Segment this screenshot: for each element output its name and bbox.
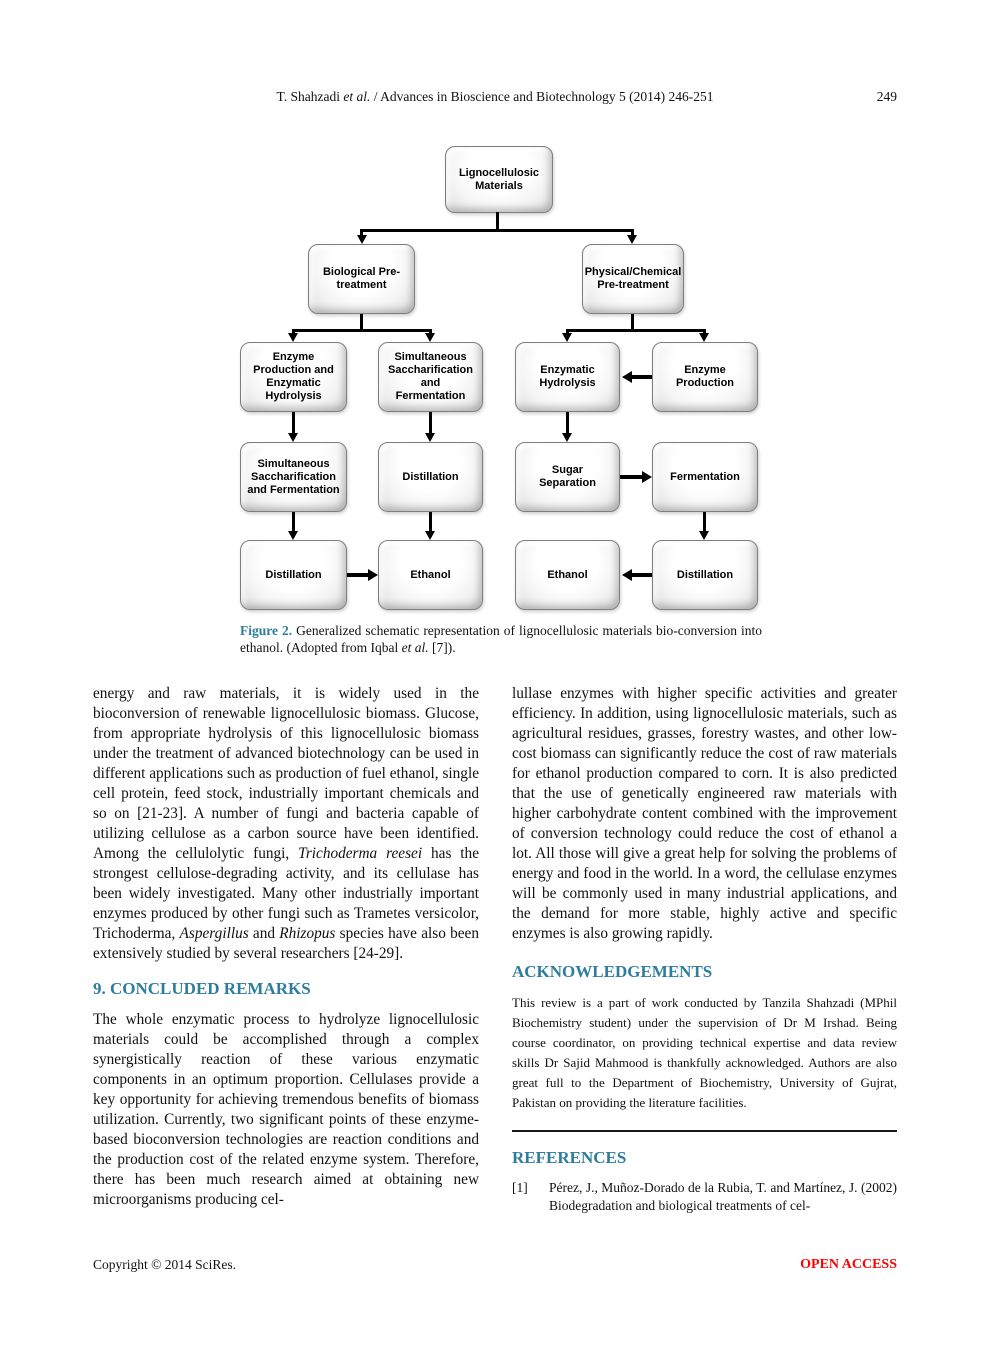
connector-line	[292, 329, 431, 332]
arrow-down-icon	[357, 235, 367, 244]
reference-text: Pérez, J., Muñoz-Dorado de la Rubia, T. …	[549, 1180, 897, 1213]
flowchart-node-distillation-bottom-left: Distillation	[240, 540, 347, 610]
flowchart-node-simultaneous-saccharification-fermentation-1: Simultaneous Saccharification and Fermen…	[378, 342, 483, 412]
reference-number: [1]	[512, 1180, 528, 1195]
connector-line	[703, 329, 706, 334]
connector-line	[566, 412, 569, 433]
flowchart-node-ethanol-left: Ethanol	[378, 540, 483, 610]
left-column: energy and raw materials, it is widely u…	[93, 684, 479, 1210]
node-label: Ethanol	[547, 568, 588, 581]
connector-line	[632, 375, 652, 379]
arrow-down-icon	[425, 433, 435, 442]
node-label: Enzyme Production and Enzymatic Hydrolys…	[253, 351, 334, 402]
flowchart-node-fermentation: Fermentation	[652, 442, 758, 512]
arrow-down-icon	[288, 531, 298, 540]
flowchart-node-lignocellulosic-materials: Lignocellulosic Materials	[445, 146, 553, 213]
node-label: Distillation	[402, 470, 459, 483]
flowchart-node-enzyme-production-and-enzymatic-hydrolysis: Enzyme Production and Enzymatic Hydrolys…	[240, 342, 347, 412]
flowchart-node-sugar-separation: Sugar Separation	[515, 442, 620, 512]
arrow-down-icon	[627, 235, 637, 244]
node-label: Enzymatic Hydrolysis	[539, 364, 596, 389]
section-heading-references: REFERENCES	[512, 1148, 627, 1167]
connector-line	[361, 229, 634, 232]
connector-line	[292, 412, 295, 433]
connector-line	[703, 512, 706, 532]
connector-line	[429, 412, 432, 433]
connector-line	[631, 229, 634, 236]
connector-line	[347, 573, 368, 577]
connector-line	[292, 329, 295, 334]
arrow-left-icon	[622, 569, 632, 581]
connector-line	[566, 329, 706, 332]
arrow-down-icon	[425, 531, 435, 540]
arrow-down-icon	[699, 531, 709, 540]
node-label: Biological Pre-treatment	[322, 266, 401, 291]
body-paragraph: lullase enzymes with higher specific act…	[512, 685, 897, 942]
node-label: Fermentation	[670, 470, 740, 483]
connector-line	[496, 212, 499, 231]
flowchart-node-distillation-bottom-right: Distillation	[652, 540, 758, 610]
node-label: Simultaneous Saccharification and Fermen…	[388, 351, 473, 402]
connector-line	[632, 573, 652, 577]
node-label: Enzyme Production	[675, 364, 735, 389]
figure-2-flowchart: Lignocellulosic Materials Biological Pre…	[0, 0, 992, 660]
connector-line	[429, 329, 432, 334]
arrow-down-icon	[288, 433, 298, 442]
flowchart-node-enzymatic-hydrolysis: Enzymatic Hydrolysis	[515, 342, 620, 412]
section-heading-concluded-remarks: 9. CONCLUDED REMARKS	[93, 979, 311, 998]
flowchart-node-simultaneous-saccharification-fermentation-2: Simultaneous Saccharification and Fermen…	[240, 442, 347, 512]
arrow-left-icon	[622, 371, 632, 383]
flowchart-node-physical-chemical-pretreatment: Physical/Chemical Pre-treatment	[582, 244, 684, 314]
section-heading-acknowledgements: ACKNOWLEDGEMENTS	[512, 962, 713, 981]
flowchart-node-enzyme-production: Enzyme Production	[652, 342, 758, 412]
section-divider	[512, 1130, 897, 1132]
arrow-down-icon	[562, 333, 572, 342]
page-footer: Copyright © 2014 SciRes. OPEN ACCESS	[93, 1257, 897, 1273]
connector-line	[292, 512, 295, 532]
open-access-label: OPEN ACCESS	[800, 1257, 897, 1272]
acknowledgements-text: This review is a part of work conducted …	[512, 995, 897, 1110]
arrow-down-icon	[288, 333, 298, 342]
flowchart-node-biological-pretreatment: Biological Pre-treatment	[308, 244, 415, 314]
body-paragraph: energy and raw materials, it is widely u…	[93, 685, 479, 962]
connector-line	[429, 512, 432, 532]
right-column: lullase enzymes with higher specific act…	[512, 684, 897, 1214]
arrow-down-icon	[699, 333, 709, 342]
node-label: Distillation	[265, 568, 322, 581]
connector-line	[566, 329, 569, 334]
node-label: Distillation	[676, 568, 734, 581]
arrow-right-icon	[368, 569, 378, 581]
page-header: T. Shahzadi et al. / Advances in Bioscie…	[93, 89, 897, 105]
copyright-text: Copyright © 2014 SciRes.	[93, 1257, 237, 1272]
node-label: Physical/Chemical Pre-treatment	[584, 266, 682, 291]
reference-item: [1] Pérez, J., Muñoz-Dorado de la Rubia,…	[512, 1179, 897, 1214]
figure-caption: Figure 2. Generalized schematic represen…	[240, 623, 762, 655]
arrow-right-icon	[642, 471, 652, 483]
flowchart-node-ethanol-right: Ethanol	[515, 540, 620, 610]
page-number: 249	[876, 89, 897, 104]
arrow-down-icon	[562, 433, 572, 442]
node-label: Simultaneous Saccharification and Fermen…	[247, 457, 340, 496]
node-label: Lignocellulosic Materials	[458, 166, 540, 192]
connector-line	[631, 314, 634, 331]
node-label: Ethanol	[410, 568, 451, 581]
arrow-down-icon	[425, 333, 435, 342]
connector-line	[620, 475, 642, 479]
connector-line	[360, 229, 363, 236]
connector-line	[360, 314, 363, 331]
node-label: Sugar Separation	[539, 464, 596, 489]
flowchart-node-distillation-mid: Distillation	[378, 442, 483, 512]
body-paragraph: The whole enzymatic process to hydrolyze…	[93, 1011, 479, 1208]
running-title: T. Shahzadi et al. / Advances in Bioscie…	[276, 89, 714, 104]
